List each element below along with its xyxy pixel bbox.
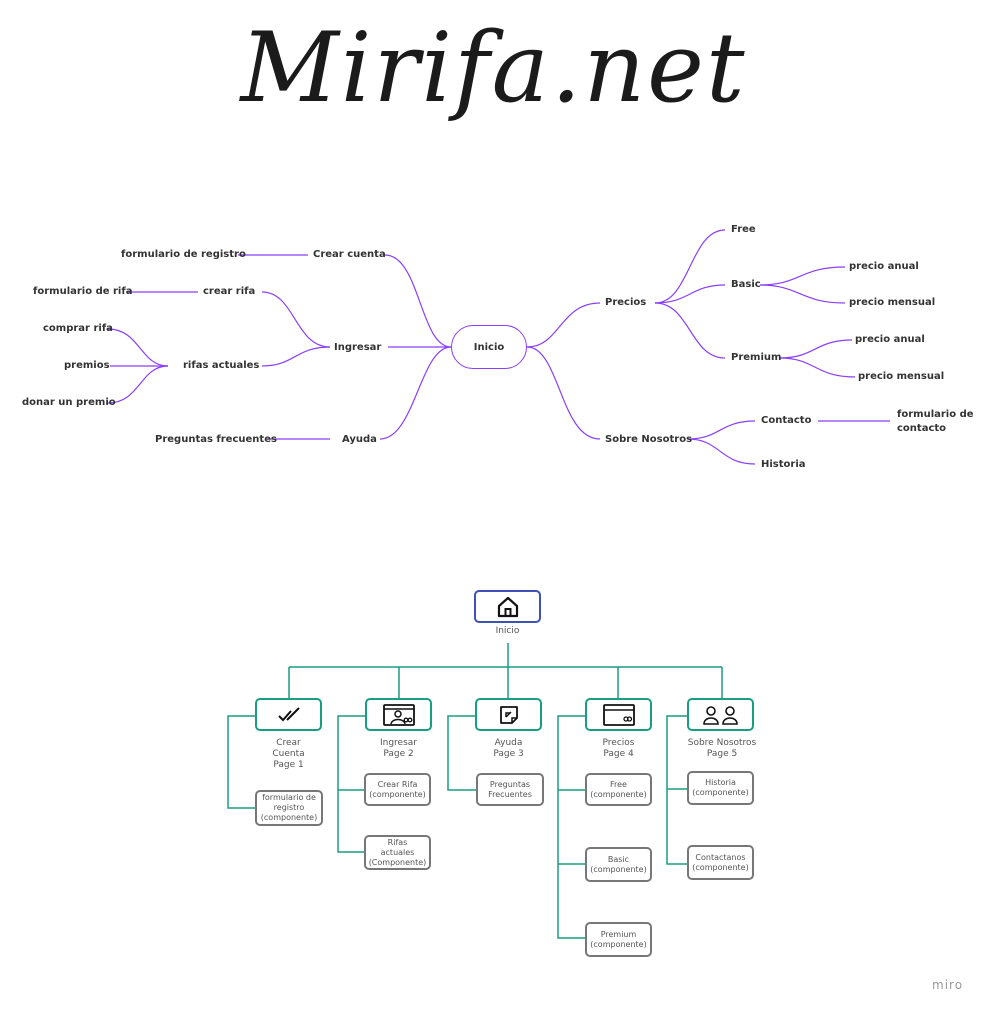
component-label: (componente)	[692, 788, 749, 797]
id-card-icon	[382, 703, 415, 726]
page-name-line2: Cuenta	[272, 749, 305, 759]
node-contacto: Contacto	[761, 415, 812, 426]
page-caption-ayuda: Ayuda Page 3	[470, 738, 547, 760]
node-formulario-registro: formulario de registro	[121, 249, 246, 260]
page-box-crear-cuenta	[255, 698, 322, 731]
node-rifas-actuales: rifas actuales	[183, 360, 260, 371]
home-icon	[497, 596, 518, 617]
page-caption-sobre-nosotros: Sobre Nosotros Page 5	[677, 738, 767, 760]
mindmap-connectors	[107, 229, 890, 465]
component-preguntas-frecuentes: Preguntas Frecuentes	[476, 773, 544, 806]
node-basic-precio-mensual: precio mensual	[849, 297, 936, 308]
miro-logo: miro	[932, 978, 964, 992]
page-title: Mirifa.net	[240, 12, 747, 124]
page-number: Page 3	[493, 749, 524, 759]
page-name: Ingresar	[379, 738, 417, 748]
sitemap-root-box	[474, 590, 541, 623]
node-formulario-rifa: formulario de rifa	[33, 286, 133, 297]
node-crear-cuenta: Crear cuenta	[313, 249, 386, 260]
component-crear-rifa: Crear Rifa (componente)	[364, 773, 431, 806]
node-ayuda: Ayuda	[342, 434, 377, 445]
check-icon	[277, 706, 300, 721]
component-label: (componente)	[369, 789, 426, 799]
node-sobre-nosotros: Sobre Nosotros	[605, 434, 693, 445]
page-caption-precios: Precios Page 4	[580, 738, 657, 760]
component-free: Free (componente)	[585, 773, 652, 806]
sitemap-connectors	[227, 643, 723, 939]
node-precios: Precios	[605, 297, 647, 308]
component-label: (componente)	[590, 864, 647, 874]
component-label: Rifas	[387, 837, 408, 847]
node-crear-rifa: crear rifa	[203, 286, 256, 297]
page-caption-crear-cuenta: Crear Cuenta Page 1	[250, 738, 327, 771]
component-label: formulario de	[262, 793, 316, 802]
node-premium-precio-mensual: precio mensual	[858, 371, 945, 382]
page-caption-ingresar: Ingresar Page 2	[360, 738, 437, 760]
component-formulario-registro: formulario de registro (componente)	[255, 790, 323, 826]
component-label: Historia	[705, 778, 736, 787]
node-basic-precio-anual: precio anual	[849, 261, 919, 272]
component-label: Basic	[607, 854, 630, 864]
users-icon	[702, 705, 738, 725]
page-number: Page 4	[603, 749, 634, 759]
page-name: Crear	[276, 738, 301, 748]
component-label: Contactanos	[695, 852, 746, 862]
node-donar-premio: donar un premio	[22, 397, 116, 408]
component-label: actuales	[380, 847, 415, 857]
node-preguntas-frecuentes: Preguntas frecuentes	[155, 434, 277, 445]
component-label: Premium	[600, 929, 637, 939]
page-name: Ayuda	[494, 738, 523, 748]
node-premium: Premium	[731, 352, 782, 363]
component-premium: Premium (componente)	[585, 922, 652, 957]
component-label: registro	[273, 803, 305, 812]
node-historia: Historia	[761, 459, 806, 470]
component-label: (Componente)	[368, 857, 427, 867]
page-number: Page 1	[273, 760, 304, 770]
component-label: Crear Rifa	[377, 779, 418, 789]
page-name: Sobre Nosotros	[687, 738, 757, 748]
component-label: Free	[610, 779, 627, 789]
component-label: (componente)	[692, 862, 749, 872]
component-label: (componente)	[590, 939, 647, 949]
component-label: (componente)	[260, 813, 318, 822]
node-formulario-contacto: formulario de contacto	[897, 409, 974, 434]
node-ingresar: Ingresar	[334, 342, 382, 353]
note-icon	[499, 705, 518, 724]
page-number: Page 2	[383, 749, 414, 759]
page-number: Page 5	[706, 749, 738, 759]
component-label: (componente)	[590, 789, 647, 799]
sitemap-root-label: Inicio	[495, 626, 520, 636]
page-name: Precios	[602, 738, 635, 748]
node-free: Free	[731, 224, 756, 235]
component-rifas-actuales: Rifas actuales (Componente)	[364, 835, 431, 870]
node-premium-precio-anual: precio anual	[855, 334, 925, 345]
component-label: Preguntas	[489, 779, 531, 789]
credit-card-icon	[602, 703, 635, 726]
node-comprar-rifa: comprar rifa	[43, 323, 113, 334]
page-box-sobre-nosotros	[687, 698, 754, 731]
component-historia: Historia (componente)	[687, 771, 754, 805]
page-box-ingresar	[365, 698, 432, 731]
component-basic: Basic (componente)	[585, 847, 652, 882]
node-premios: premios	[64, 360, 110, 371]
page-box-precios	[585, 698, 652, 731]
page-box-ayuda	[475, 698, 542, 731]
component-contactanos: Contactanos (componente)	[687, 845, 754, 880]
node-basic: Basic	[731, 279, 761, 290]
component-label: Frecuentes	[488, 789, 532, 799]
mindmap-center-node: Inicio	[451, 325, 527, 369]
